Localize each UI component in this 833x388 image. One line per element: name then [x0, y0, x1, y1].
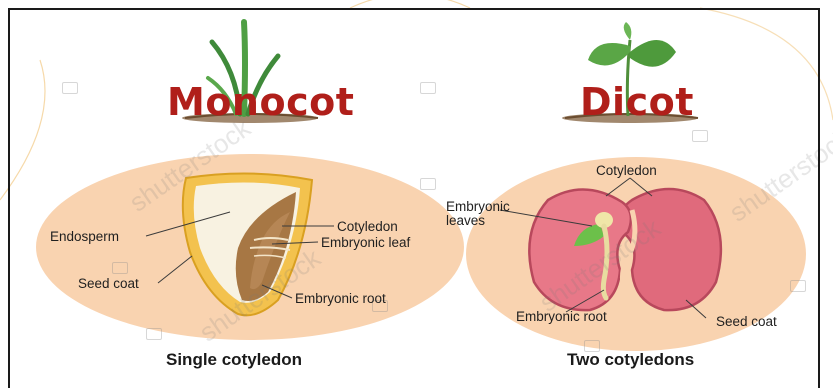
label-monocot-seed-coat: Seed coat	[78, 276, 139, 291]
monocot-caption: Single cotyledon	[166, 350, 302, 370]
watermark-icon	[420, 82, 436, 94]
label-embryonic-leaves-line1: Embryonic	[446, 199, 510, 214]
decor-arc	[350, 0, 470, 8]
label-dicot-seed-coat: Seed coat	[716, 314, 777, 329]
watermark-icon	[62, 82, 78, 94]
label-monocot-embryonic-root: Embryonic root	[295, 291, 386, 306]
diagram-artwork	[0, 0, 833, 374]
label-embryonic-leaf: Embryonic leaf	[321, 235, 410, 250]
decor-arc	[0, 60, 45, 200]
label-endosperm: Endosperm	[50, 229, 119, 244]
label-dicot-embryonic-root: Embryonic root	[516, 309, 607, 324]
label-monocot-cotyledon: Cotyledon	[337, 219, 398, 234]
label-embryonic-leaves-line2: leaves	[446, 213, 485, 228]
diagram-canvas: shutterstock shutterstock shutterstock s…	[0, 0, 833, 374]
watermark-icon	[790, 280, 806, 292]
watermark-icon	[112, 262, 128, 274]
watermark-icon	[420, 178, 436, 190]
watermark-icon	[692, 130, 708, 142]
watermark-icon	[146, 328, 162, 340]
decor-arc	[700, 8, 833, 120]
dicot-title: Dicot	[580, 80, 694, 124]
label-dicot-cotyledon: Cotyledon	[596, 163, 657, 178]
monocot-title: Monocot	[167, 80, 354, 124]
dicot-caption: Two cotyledons	[567, 350, 694, 370]
